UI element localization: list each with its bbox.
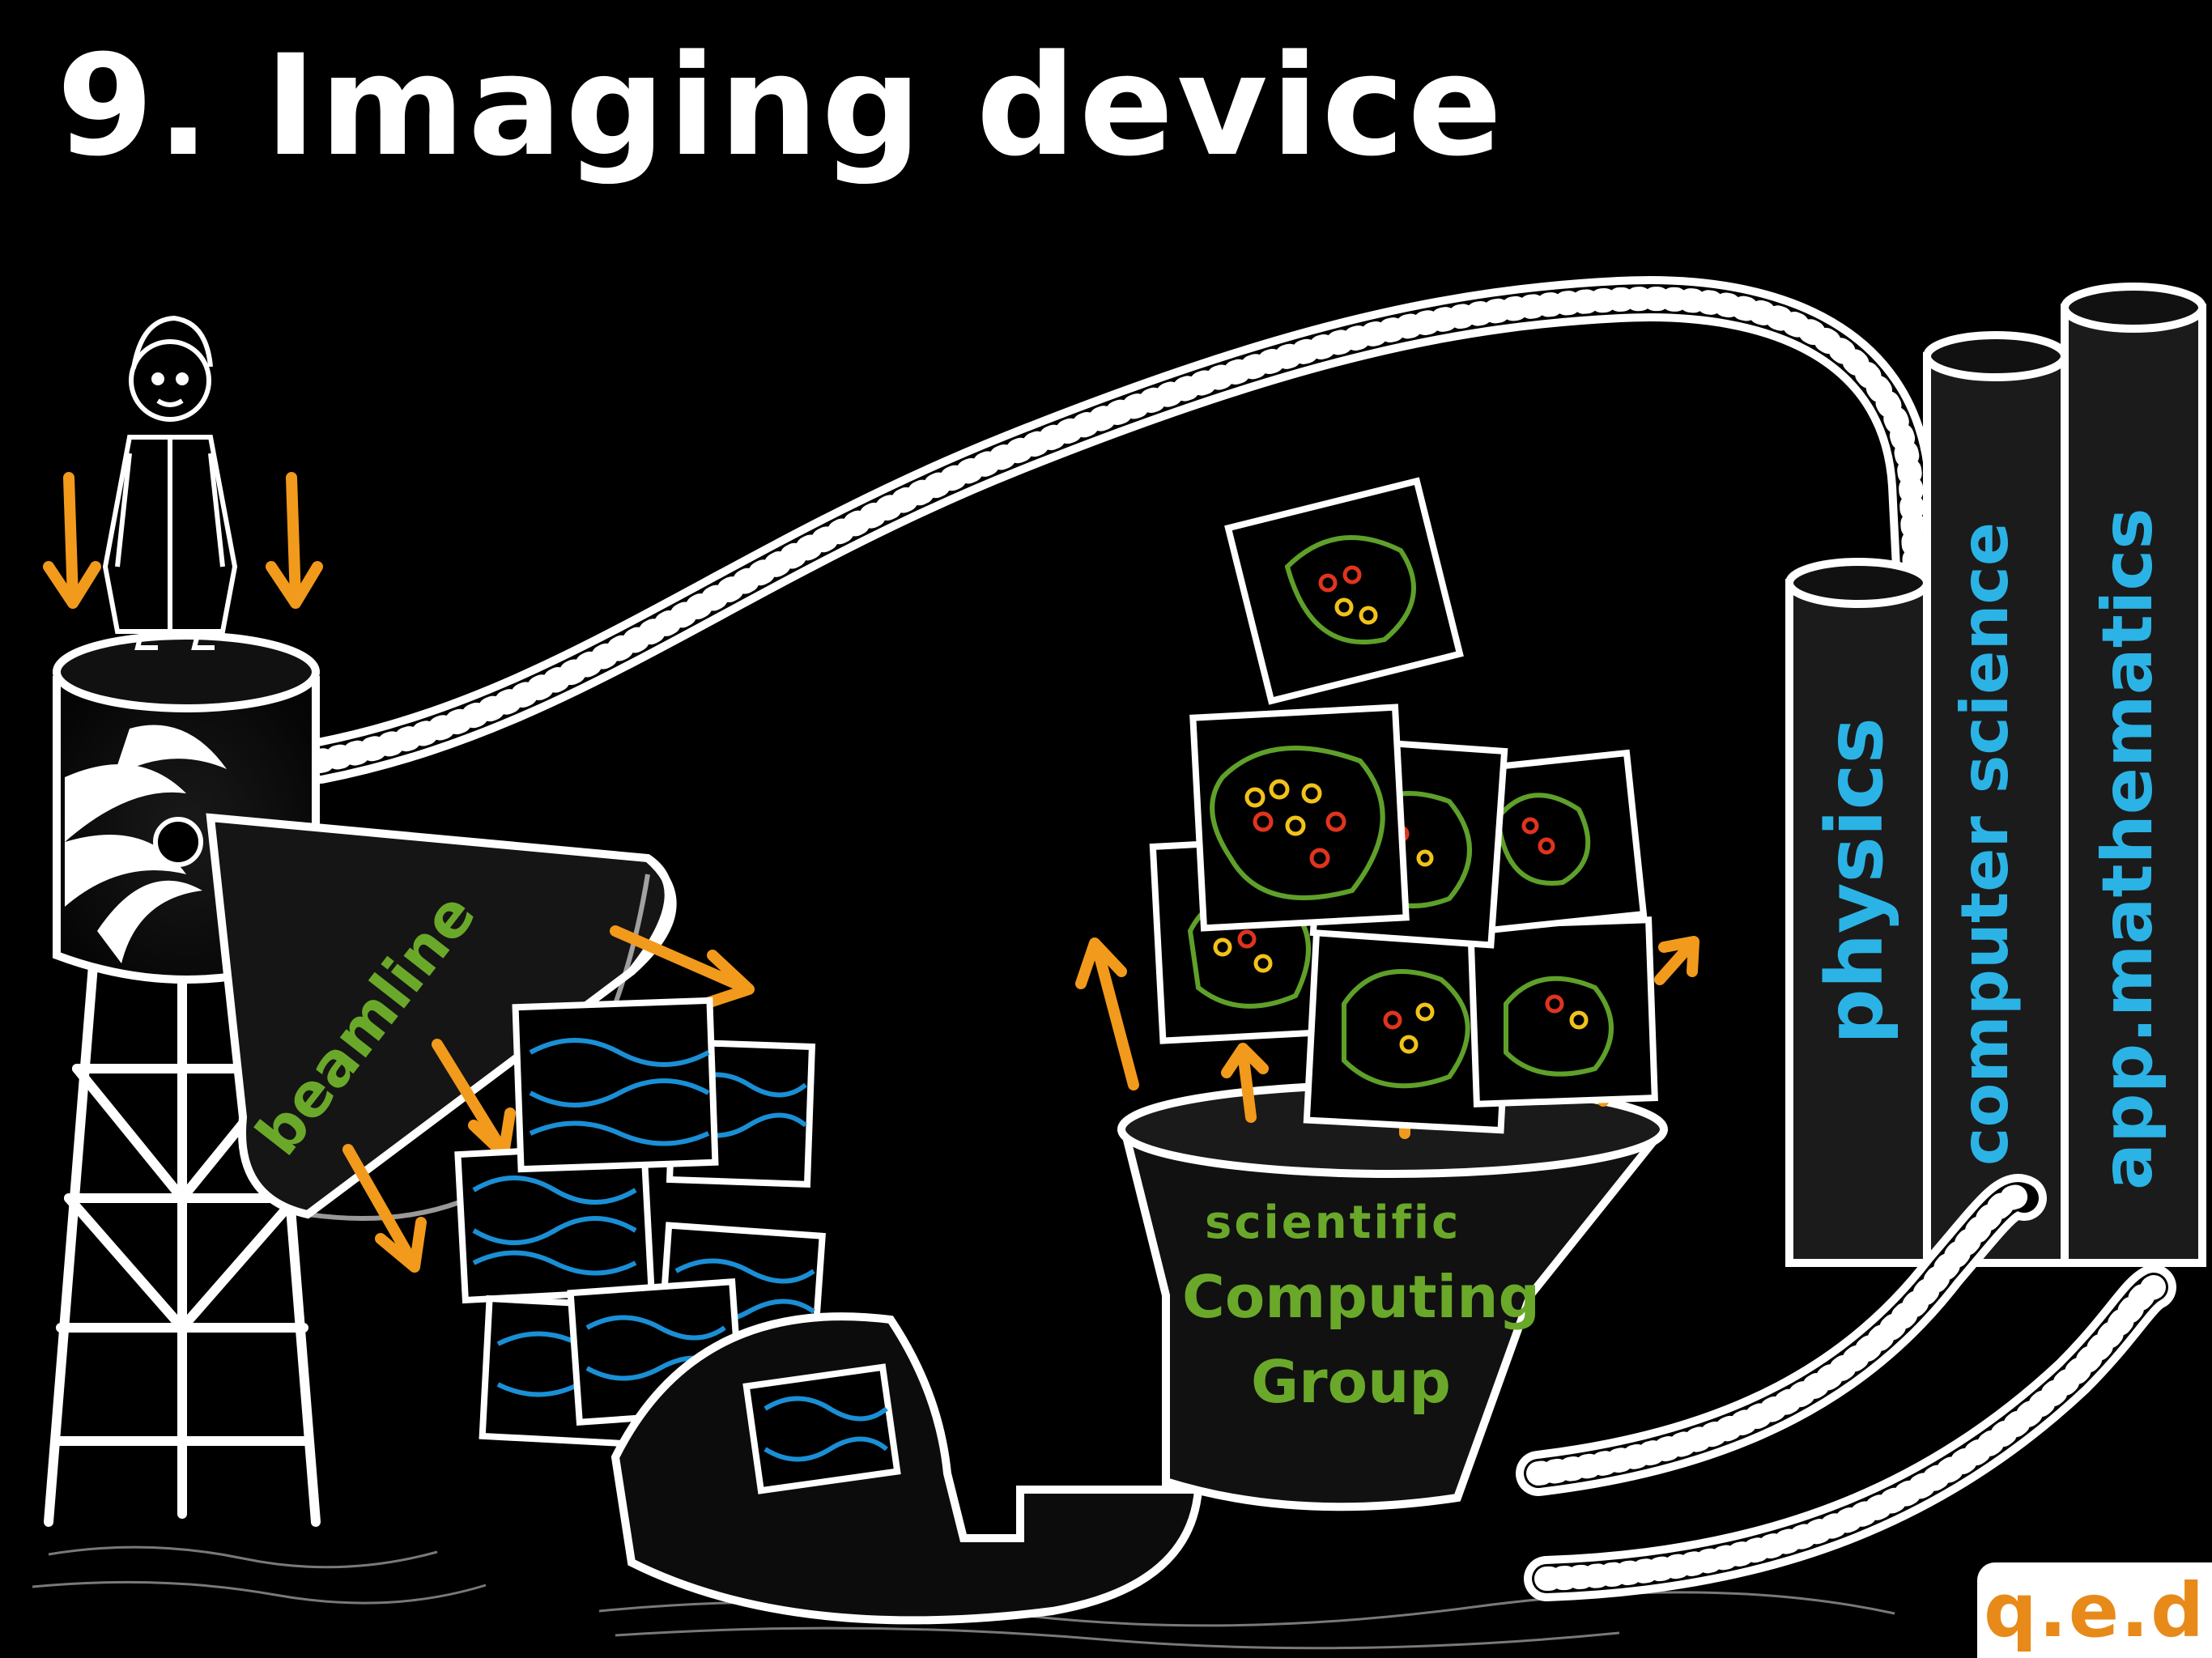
pillars [1785,283,2206,1267]
fan-logo-icon [65,725,227,963]
scientist-figure [102,315,238,650]
image-frame [1461,749,1648,935]
pillar [1785,558,1931,1267]
arrow-icon [43,472,323,609]
computing-pot [1020,1081,1669,1511]
overhead-pipe [297,276,1938,784]
image-frame [1224,477,1464,705]
page-title: 9. Imaging device [57,24,1506,187]
tower-scaffold [44,910,321,1527]
image-frame [512,997,719,1173]
reconstructed-frames [1149,477,1658,1134]
pillar-label-app-mathematics: app.mathematics [2087,508,2168,1190]
pillar-label-physics: physics [1810,717,1900,1044]
group-label-line3: Group [1251,1348,1451,1416]
beam-arrows [342,925,755,1273]
image-frame [1189,704,1410,932]
group-label-line2: Computing [1182,1263,1541,1331]
pillar [1923,331,2069,1267]
image-frame [1467,916,1658,1107]
pillar [2061,283,2206,1267]
group-label-line1: scientific [1205,1197,1461,1249]
lower-hoses [1516,1174,2176,1601]
collector-funnel [610,1312,1203,1625]
pillar-label-computer-science: computer science [1947,521,2023,1166]
image-frame [742,1363,901,1494]
image-frame [454,1141,655,1304]
qed-badge: q.e.d [1977,1562,2212,1658]
